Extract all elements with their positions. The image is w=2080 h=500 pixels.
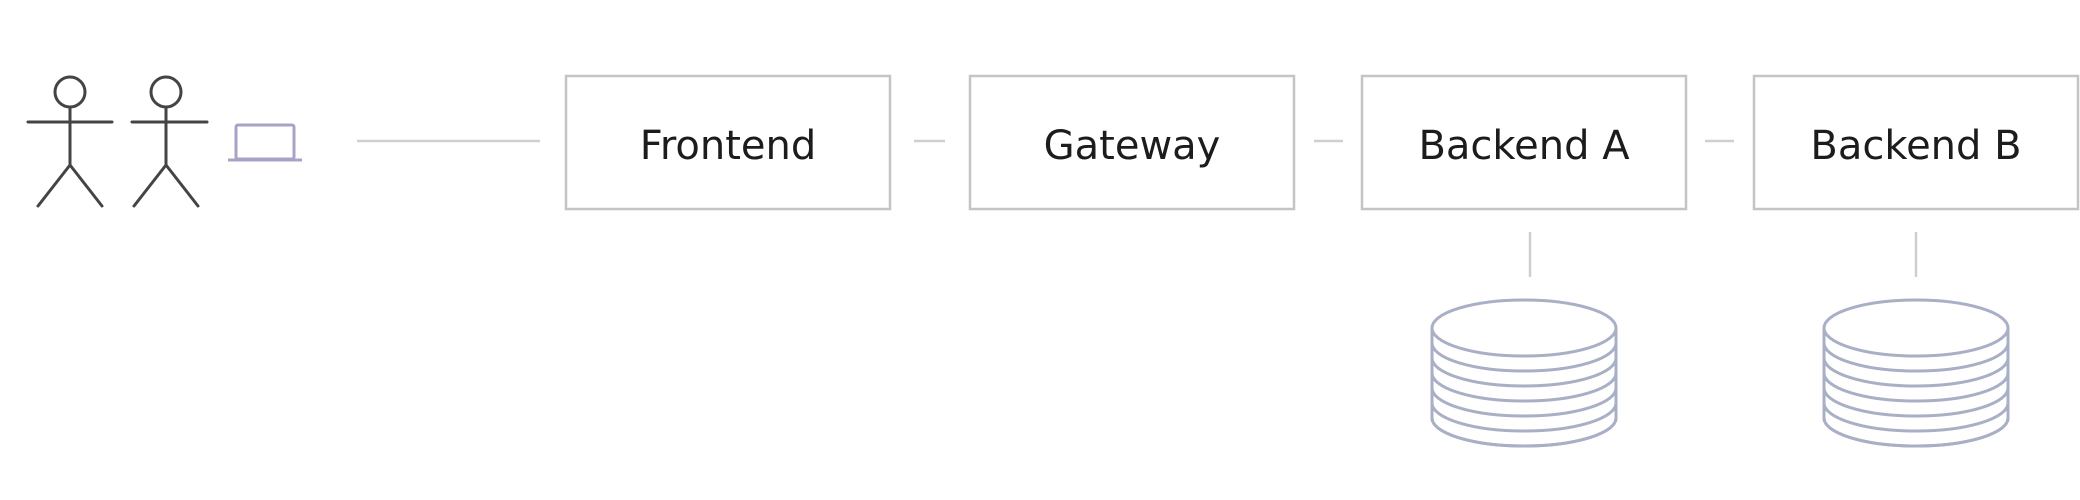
node-label: Backend A [1418, 123, 1630, 169]
database-layer [1822, 417, 2010, 448]
database-layer [1430, 387, 1618, 418]
node-label: Backend B [1810, 123, 2021, 169]
database-top [1430, 298, 1618, 358]
database-layer [1430, 357, 1618, 388]
database-layer [1822, 342, 2010, 373]
database-layer [1430, 402, 1618, 433]
laptop-icon [228, 123, 302, 162]
node-label: Frontend [640, 123, 817, 169]
node-label: Gateway [1044, 123, 1221, 169]
database-icon [1430, 298, 1618, 448]
database-layer [1822, 372, 2010, 403]
database-layer [1822, 402, 2010, 433]
database-top [1822, 298, 2010, 358]
database-layer [1822, 357, 2010, 388]
database-layer [1430, 372, 1618, 403]
database-icon [1822, 298, 2010, 448]
node-backend-a: Backend A [1360, 74, 1688, 211]
database-layer [1822, 387, 2010, 418]
database-layer [1430, 342, 1618, 373]
node-frontend: Frontend [564, 74, 892, 211]
node-gateway: Gateway [968, 74, 1296, 211]
node-backend-b: Backend B [1752, 74, 2080, 211]
person-icon [130, 75, 209, 208]
person-icon [26, 75, 114, 208]
database-layer [1430, 417, 1618, 448]
